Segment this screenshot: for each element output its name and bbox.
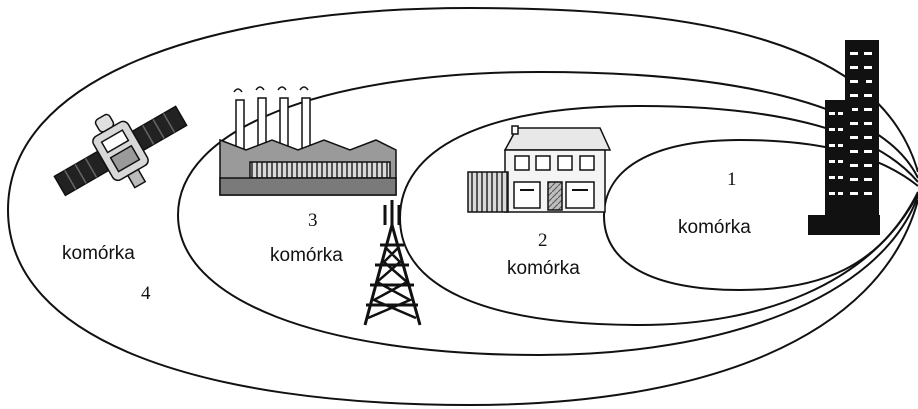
cell-4-number: 4	[141, 283, 151, 304]
cell-1-boundary	[602, 138, 918, 292]
satellite-icon	[53, 105, 188, 197]
factory-icon	[219, 86, 397, 196]
cell-3-label: komórka	[270, 245, 343, 266]
cell-1-label: komórka	[678, 217, 751, 238]
cell-3-number: 3	[308, 210, 318, 231]
cell-2-label: komórka	[507, 258, 580, 279]
cell-2-number: 2	[538, 230, 548, 251]
cell-3-boundary	[176, 70, 918, 357]
radio-tower-icon	[363, 200, 422, 326]
cell-4-boundary	[6, 6, 918, 407]
skyscraper-icon	[808, 40, 880, 235]
cell-4-label: komórka	[62, 243, 135, 264]
cell-1-number: 1	[727, 169, 737, 190]
house-icon	[467, 125, 612, 213]
